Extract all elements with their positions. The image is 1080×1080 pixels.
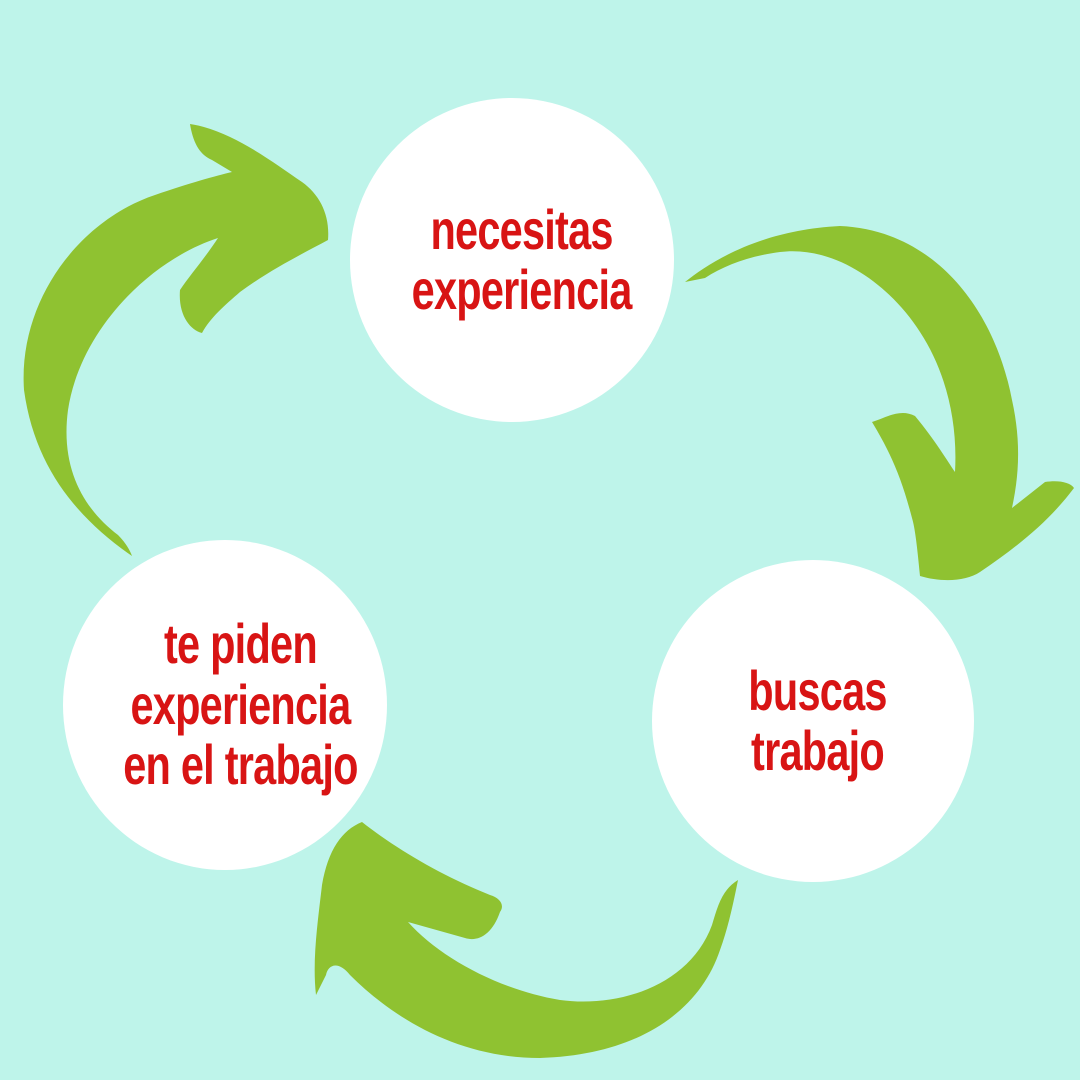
step-label-line: buscas bbox=[747, 658, 887, 722]
arrow-left-to-top-icon bbox=[23, 124, 329, 556]
step-label-line: en el trabajo bbox=[122, 733, 358, 797]
step-label: necesitas experiencia bbox=[412, 197, 633, 321]
arrow-right-to-left-icon bbox=[314, 822, 738, 1058]
step-necesitas-experiencia: necesitas experiencia bbox=[350, 98, 674, 422]
step-label-line: experiencia bbox=[412, 258, 633, 321]
step-label-line: trabajo bbox=[750, 719, 885, 782]
step-label-line: te piden bbox=[163, 612, 318, 676]
step-label-line: experiencia bbox=[130, 672, 351, 736]
step-label: te piden experiencia en el trabajo bbox=[122, 612, 358, 797]
step-label-line: necesitas bbox=[430, 197, 614, 261]
arrow-top-to-right-icon bbox=[685, 226, 1074, 581]
step-te-piden-experiencia: te piden experiencia en el trabajo bbox=[63, 540, 387, 870]
step-label: buscas trabajo bbox=[747, 658, 887, 782]
step-buscas-trabajo: buscas trabajo bbox=[652, 560, 974, 882]
